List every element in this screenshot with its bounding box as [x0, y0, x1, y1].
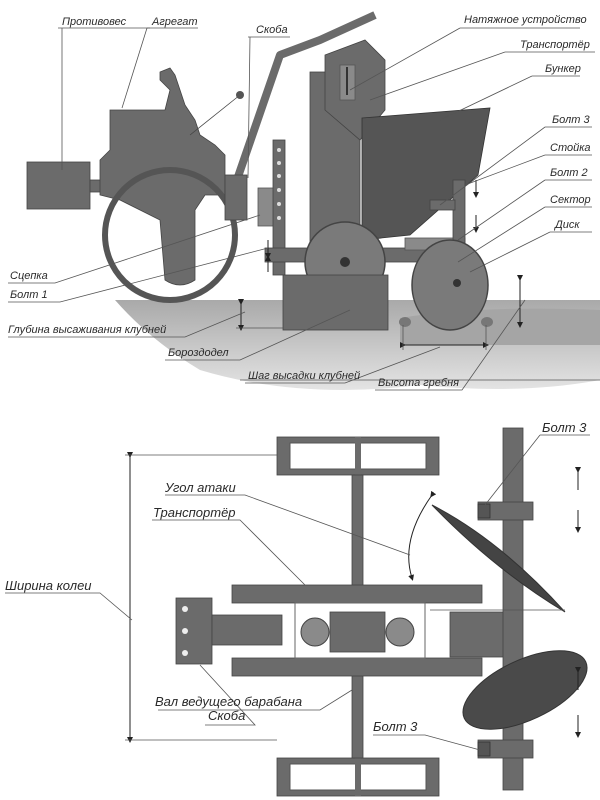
label-conveyor: Транспортёр [520, 39, 590, 51]
label-track-width: Ширина колеи [5, 578, 92, 593]
hopper [361, 107, 491, 241]
label-bracket-top: Скоба [208, 708, 245, 723]
frame-bottom [231, 657, 483, 677]
label-drive-drum-shaft: Вал ведущего барабана [155, 694, 302, 709]
counterweight [26, 161, 91, 210]
label-furrower: Бороздодел [168, 347, 229, 359]
label-bracket: Скоба [256, 24, 288, 36]
label-bolt2: Болт 2 [550, 167, 588, 179]
label-bolt3: Болт 3 [552, 114, 590, 126]
label-attack-angle: Угол атаки [164, 480, 236, 495]
handle [226, 11, 377, 202]
top-view [5, 427, 590, 797]
label-bolt3-top: Болт 3 [542, 420, 587, 435]
frame-top [231, 584, 483, 604]
label-planting-depth: Глубина высаживания клубней [8, 324, 166, 336]
label-post: Стойка [550, 142, 591, 154]
label-planting-step: Шаг высадки клубней [248, 370, 360, 382]
label-hopper: Бункер [545, 63, 581, 75]
wheel [102, 167, 238, 303]
disc [411, 239, 489, 331]
label-sector: Сектор [550, 194, 591, 206]
engine-unit [99, 67, 226, 286]
label-tensioner: Натяжное устройство [464, 14, 587, 26]
label-conveyor-top: Транспортёр [153, 505, 236, 520]
label-ridge-height: Высота гребня [378, 377, 459, 389]
disc-lower [462, 650, 588, 730]
label-hitch: Сцепка [10, 270, 48, 282]
label-bolt3-bottom: Болт 3 [373, 719, 418, 734]
label-counterweight: Противовес [62, 16, 127, 28]
label-unit: Агрегат [151, 16, 198, 28]
disc-post [502, 427, 524, 791]
disc-upper [431, 504, 566, 613]
side-view [8, 11, 600, 391]
label-disc: Диск [553, 219, 580, 231]
furrower [282, 274, 389, 331]
hitch-bracket [175, 597, 213, 665]
label-bolt1: Болт 1 [10, 289, 48, 301]
